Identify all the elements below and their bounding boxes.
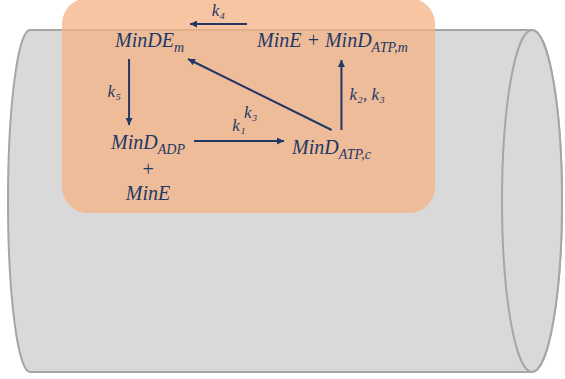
species-subscript: ATP,m bbox=[372, 40, 408, 55]
species-subscript: m bbox=[174, 40, 184, 55]
species-node: MinE + MinDATP,m bbox=[255, 26, 410, 57]
species-subscript: ATP,c bbox=[339, 147, 371, 162]
membrane-region bbox=[62, 0, 435, 213]
species-name: MinD bbox=[111, 131, 158, 153]
species-name: MinDE bbox=[115, 29, 174, 51]
reaction-arrow bbox=[340, 60, 342, 130]
species-name: MinE + MinD bbox=[257, 29, 372, 51]
rate-constant: k₁ bbox=[232, 117, 245, 135]
reaction-arrow bbox=[188, 59, 332, 130]
species-name: MinD bbox=[292, 136, 339, 158]
species-node: MinDEm bbox=[113, 26, 186, 57]
species-node: MinDADP+ MinE bbox=[108, 128, 188, 207]
reaction-arrow bbox=[128, 59, 130, 125]
rate-constant: k₃ bbox=[244, 104, 257, 122]
species-subscript: ADP bbox=[158, 142, 185, 157]
species-node: MinDATP,c bbox=[290, 133, 373, 164]
rate-constant: k₄ bbox=[212, 2, 225, 20]
cell-end-cap bbox=[502, 30, 562, 372]
species-name: + MinE bbox=[120, 157, 176, 205]
reaction-arrow bbox=[194, 140, 284, 142]
rate-constant: k₅ bbox=[108, 83, 121, 101]
reaction-arrow bbox=[190, 23, 247, 25]
rate-constant: k₂, k₃ bbox=[349, 86, 384, 104]
